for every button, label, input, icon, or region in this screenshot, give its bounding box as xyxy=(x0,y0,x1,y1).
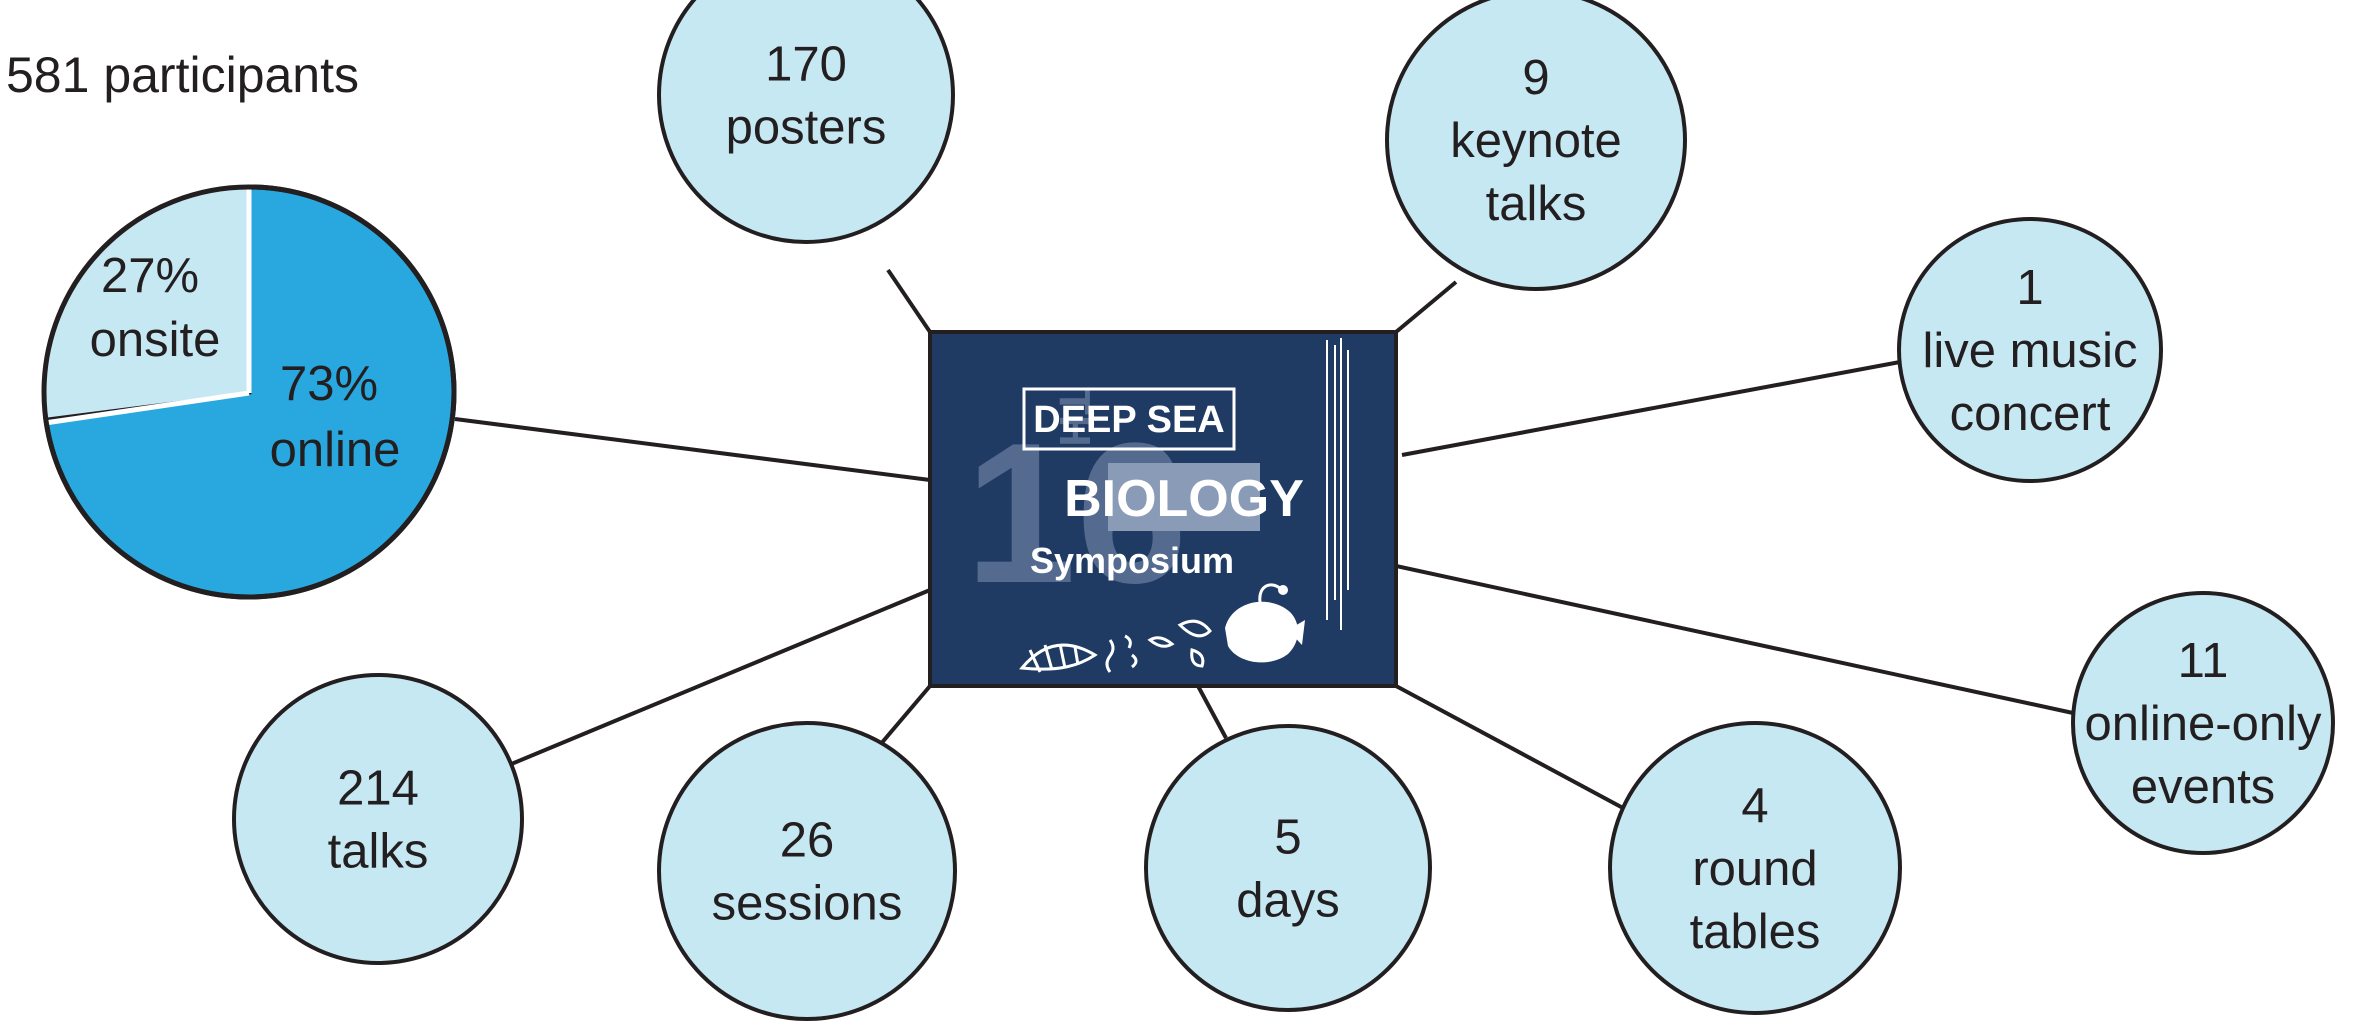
bubble-posters-line-1: posters xyxy=(726,101,887,155)
bubble-sessions-line-1: sessions xyxy=(712,877,903,931)
onsite-percent: 27% xyxy=(101,249,199,303)
bubble-keynote-line-0: 9 xyxy=(1522,51,1549,105)
pie-outline xyxy=(41,184,457,600)
online-percent: 73% xyxy=(280,357,378,411)
connector-round-tables xyxy=(1395,684,1624,810)
bubble-sessions: 26 sessions xyxy=(657,721,957,1021)
logo-vertical-lines xyxy=(1326,338,1349,630)
connector-concert xyxy=(1401,360,1901,457)
bubble-days-line-1: days xyxy=(1236,874,1340,928)
bubble-keynote-line-1: keynote xyxy=(1450,114,1622,168)
bubble-circle-online-only xyxy=(2071,591,2335,855)
logo-biology: BIOLOGY xyxy=(1064,470,1304,528)
bubble-concert-line-2: concert xyxy=(1950,387,2111,441)
bubble-circle-concert xyxy=(1897,217,2163,483)
bubble-round-tables: 4 round tables xyxy=(1608,721,1902,1015)
participants-title: 581 participants xyxy=(6,47,359,103)
bubble-posters: 170 posters xyxy=(657,0,955,244)
bubble-talks-line-0: 214 xyxy=(337,762,419,816)
bubble-posters-line-0: 170 xyxy=(765,38,847,92)
bubble-circle-posters xyxy=(657,0,955,244)
logo-deep-sea-box xyxy=(1022,387,1236,451)
bubble-talks-line-1: talks xyxy=(328,825,429,879)
anglerfish-icon xyxy=(1225,583,1305,663)
bubble-days-line-0: 5 xyxy=(1274,811,1301,865)
connector-talks xyxy=(508,588,931,767)
bubble-circle-days xyxy=(1144,724,1432,1012)
pie-divider-angled xyxy=(44,390,250,426)
logo-symposium: Symposium xyxy=(1030,540,1234,581)
bubble-concert-line-0: 1 xyxy=(2016,261,2043,315)
logo-biology-box xyxy=(1108,463,1260,531)
participants-pie-chart: 27% onsite 73% online xyxy=(41,180,457,600)
bubble-sessions-line-0: 26 xyxy=(780,814,835,868)
bubble-keynote-line-2: talks xyxy=(1486,177,1587,231)
stat-bubbles: 170 posters 9 keynote talks 1 live music concer… xyxy=(232,0,2335,1021)
bubble-round-tables-line-0: 4 xyxy=(1741,779,1768,833)
online-label: online xyxy=(270,423,401,477)
logo-deep-sea: DEEP SEA xyxy=(1033,399,1224,441)
connector-days xyxy=(1196,685,1228,739)
bubble-concert: 1 live music concert xyxy=(1897,217,2163,483)
bubble-circle-sessions xyxy=(657,721,957,1021)
pie-slice-onsite xyxy=(43,187,249,418)
connector-posters xyxy=(886,268,932,334)
bubble-circle-round-tables xyxy=(1608,721,1902,1015)
bubble-online-only: 11 online-only events xyxy=(2071,591,2335,855)
bubble-round-tables-line-1: round xyxy=(1692,842,1817,896)
connector-online-only xyxy=(1395,564,2074,715)
bubble-concert-line-1: live music xyxy=(1922,324,2137,378)
bubble-round-tables-line-2: tables xyxy=(1690,905,1821,959)
marine-life-icon xyxy=(1019,619,1212,673)
symposium-logo: 16 TH DEEP SEA BIOLOGY Symposium xyxy=(928,330,1398,688)
bubble-days: 5 days xyxy=(1144,724,1432,1012)
bubble-online-only-line-2: events xyxy=(2131,760,2275,814)
connector-pie xyxy=(454,417,931,482)
bubble-talks: 214 talks xyxy=(232,673,524,965)
bubble-online-only-line-1: online-only xyxy=(2085,697,2322,751)
onsite-label: onsite xyxy=(90,313,221,367)
bubble-circle-keynote xyxy=(1385,0,1687,291)
logo-edition-suffix: TH xyxy=(1050,388,1099,447)
bubble-circle-talks xyxy=(232,673,524,965)
bubble-keynote: 9 keynote talks xyxy=(1385,0,1687,291)
connector-keynote xyxy=(1394,280,1458,334)
bubble-online-only-line-0: 11 xyxy=(2178,634,2229,688)
connector-lines xyxy=(454,268,2074,810)
connector-sessions xyxy=(872,684,932,754)
